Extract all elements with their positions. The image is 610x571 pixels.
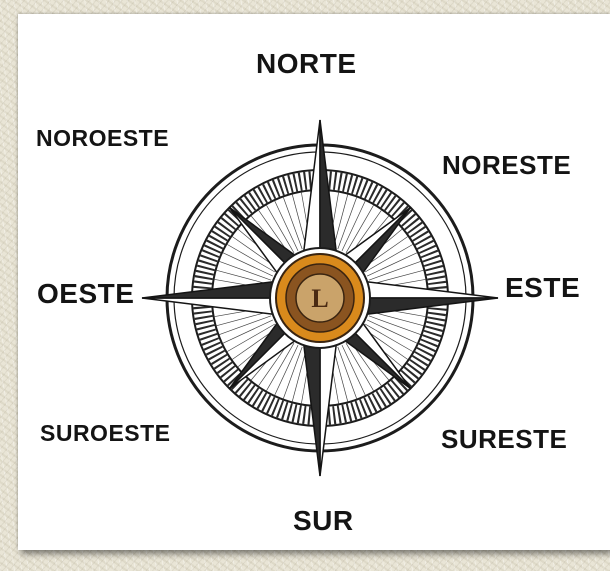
radial-line [369,316,421,335]
radial-line [219,261,271,280]
emblem-letter: L [311,284,328,313]
radial-line [338,197,357,249]
label-east: ESTE [505,272,580,304]
label-northeast: NORESTE [442,150,571,181]
radial-line [283,197,302,249]
radial-line [217,311,270,325]
radial-line [219,316,271,335]
label-west: OESTE [37,278,134,310]
radial-line [333,195,347,248]
label-southwest: SUROESTE [40,420,171,447]
label-southeast: SURESTE [441,424,567,455]
radial-line [370,270,423,284]
radial-line [292,195,306,248]
radial-line [369,261,421,280]
radial-line [370,311,423,325]
label-south: SUR [293,505,354,537]
lions-emblem-icon: L [270,248,370,348]
radial-line [333,348,347,401]
label-north: NORTE [256,48,357,80]
radial-line [292,348,306,401]
radial-line [338,347,357,399]
radial-line [283,347,302,399]
label-northwest: NOROESTE [36,125,169,152]
radial-line [217,270,270,284]
